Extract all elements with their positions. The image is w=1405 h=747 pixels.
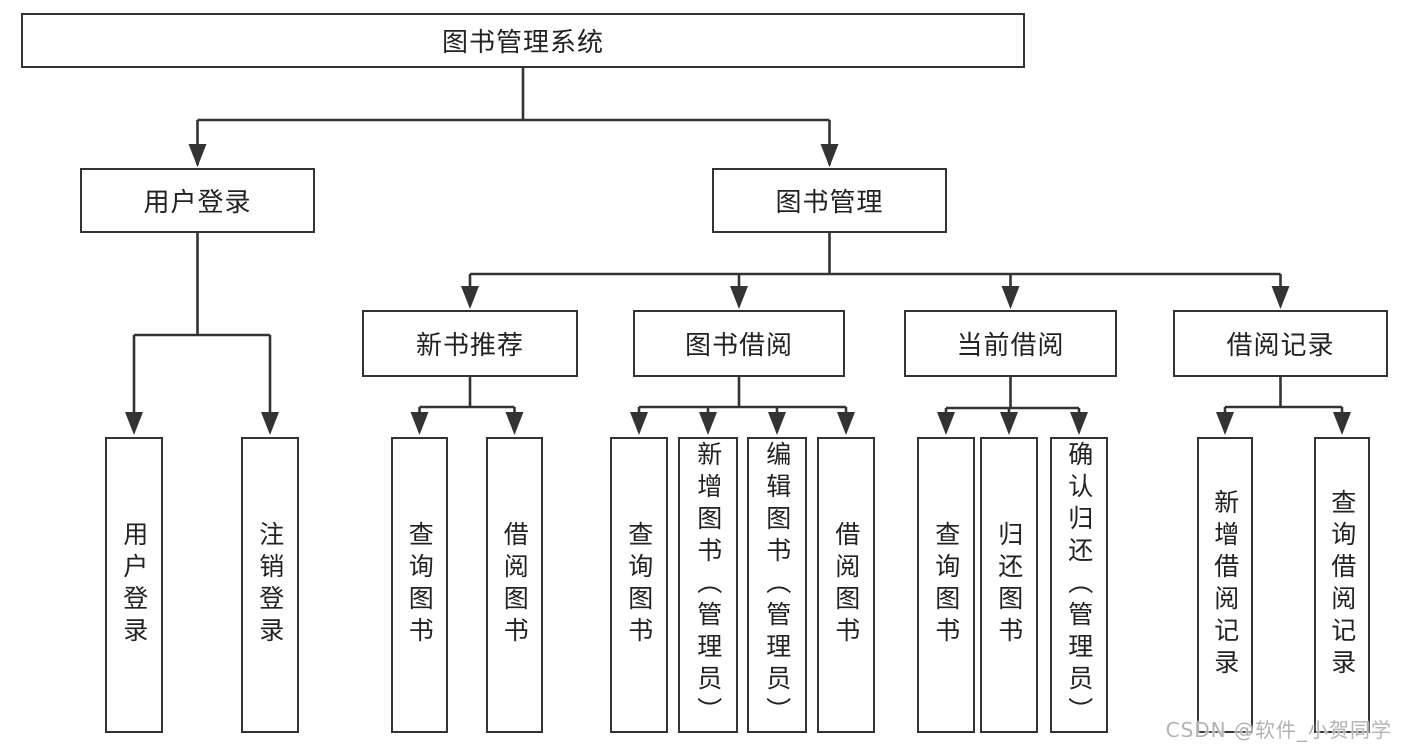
leaf-query-books-new: 查询图书 [391,437,448,733]
node-current-borrowing-label: 当前借阅 [956,331,1065,361]
arrow-down-icon [1271,286,1290,309]
leaf-borrow-books-borrowing: 借阅图书 [817,437,875,733]
arrow-down-icon [461,286,479,309]
node-borrow-records-label: 借阅记录 [1226,331,1335,361]
watermark-text: CSDN @软件_小贺同学 [1165,718,1392,742]
arrow-down-icon [1070,412,1088,435]
node-current-borrowing: 当前借阅 [904,310,1117,377]
leaf-confirm-return-admin-label: 确认归还（管理员） [1064,441,1094,729]
arrow-down-icon [1333,412,1351,435]
node-book-borrowing: 图书借阅 [633,310,845,377]
leaf-logout: 注销登录 [241,437,299,733]
node-book-borrowing-label: 图书借阅 [684,331,793,361]
leaf-user-login-label: 用户登录 [119,521,149,649]
arrow-down-icon [820,144,839,167]
arrow-down-icon [837,412,855,435]
arrow-down-icon [699,412,717,435]
node-user-login-label: 用户登录 [143,188,252,218]
node-user-login: 用户登录 [80,168,315,233]
leaf-query-books-current-label: 查询图书 [931,521,961,649]
arrow-down-icon [188,144,207,167]
leaf-return-books: 归还图书 [980,437,1038,733]
arrow-down-icon [505,412,524,435]
leaf-add-borrow-record-label: 新增借阅记录 [1210,489,1240,681]
arrow-down-icon [410,412,429,435]
node-book-mgmt-label: 图书管理 [775,188,884,218]
arrow-down-icon [1001,286,1020,309]
leaf-add-book-admin: 新增图书（管理员） [678,437,738,733]
leaf-query-borrow-record: 查询借阅记录 [1314,437,1370,733]
leaf-return-books-label: 归还图书 [994,521,1024,649]
leaf-edit-book-admin-label: 编辑图书（管理员） [762,441,792,729]
node-book-mgmt: 图书管理 [712,168,947,233]
node-root-label: 图书管理系统 [441,28,604,58]
node-new-books: 新书推荐 [362,310,578,377]
leaf-user-login: 用户登录 [105,437,163,733]
node-borrow-records: 借阅记录 [1173,310,1388,377]
leaf-edit-book-admin: 编辑图书（管理员） [747,437,807,733]
arrow-down-icon [768,412,786,435]
leaf-query-borrow-record-label: 查询借阅记录 [1327,489,1357,681]
leaf-add-book-admin-label: 新增图书（管理员） [693,441,723,729]
leaf-query-books-new-label: 查询图书 [405,521,435,649]
arrow-down-icon [730,286,748,309]
leaf-logout-label: 注销登录 [255,521,285,649]
leaf-query-books-borrowing-label: 查询图书 [624,521,654,649]
arrow-down-icon [1216,412,1234,435]
leaf-borrow-books-new-label: 借阅图书 [500,521,530,649]
leaf-query-books-borrowing: 查询图书 [610,437,668,733]
leaf-borrow-books-borrowing-label: 借阅图书 [831,521,861,649]
node-new-books-label: 新书推荐 [415,331,524,361]
arrow-down-icon [630,412,648,435]
arrow-down-icon [261,412,279,435]
arrow-down-icon [937,412,955,435]
leaf-query-books-current: 查询图书 [917,437,975,733]
leaf-confirm-return-admin: 确认归还（管理员） [1050,437,1108,733]
leaf-add-borrow-record: 新增借阅记录 [1197,437,1253,733]
leaf-borrow-books-new: 借阅图书 [486,437,543,733]
node-root: 图书管理系统 [21,13,1025,68]
arrow-down-icon [1000,412,1018,435]
arrow-down-icon [125,412,143,435]
